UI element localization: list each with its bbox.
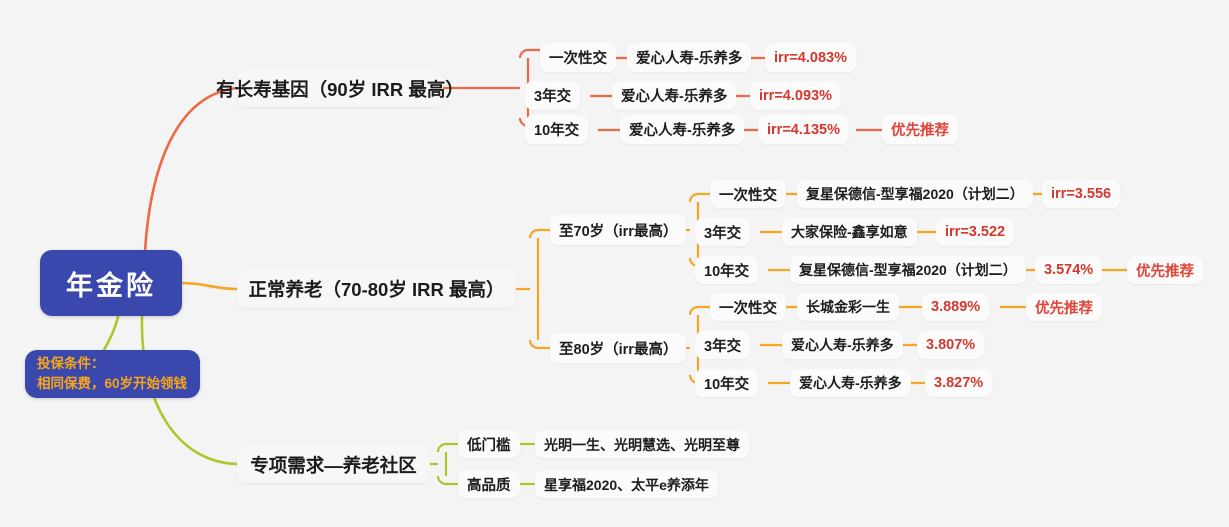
wire-root-to-branch1 <box>143 86 239 254</box>
wire-root-to-branch2 <box>180 281 239 291</box>
b2g1-row-0-product-label: 长城金彩一生 <box>806 299 890 315</box>
b1-row-0-product[interactable]: 爱心人寿-乐养多 <box>627 43 752 72</box>
branch-normal-pension-topic[interactable]: 正常养老（70-80岁 IRR 最高） <box>237 270 516 308</box>
b1-row-1-product-label: 爱心人寿-乐养多 <box>621 89 728 105</box>
b1-row-0-irr[interactable]: irr=4.083% <box>765 43 856 72</box>
b1-row-1-irr[interactable]: irr=4.093% <box>750 81 841 110</box>
b1-row-2-term-label: 10年交 <box>534 123 580 139</box>
b2g0-row-1-term-label: 3年交 <box>704 225 742 242</box>
b2g1-row-0-term-label: 一次性交 <box>719 300 777 317</box>
b2g0-row-1-irr[interactable]: irr=3.522 <box>936 218 1015 246</box>
b2-group-0-label[interactable]: 至70岁（irr最高） <box>550 215 687 245</box>
note-line-1: 投保条件： <box>37 356 105 372</box>
b2g1-row-0-irr[interactable]: 3.889% <box>922 293 990 321</box>
b2g0-row-2-recommend[interactable]: 优先推荐 <box>1127 256 1203 284</box>
b1-row-2-recommend-label: 优先推荐 <box>891 123 949 139</box>
b2-group-0-text: 至70岁（irr最高） <box>559 223 678 240</box>
b3-row-1-term[interactable]: 高品质 <box>458 471 520 498</box>
b1-row-2-recommend[interactable]: 优先推荐 <box>882 115 958 144</box>
root-label: 年金险 <box>66 270 156 301</box>
b2-group-1-text: 至80岁（irr最高） <box>559 341 678 358</box>
note-line-2: 相同保费，60岁开始领钱 <box>37 376 188 391</box>
branch-community-topic[interactable]: 专项需求—养老社区 <box>237 447 430 483</box>
b1-row-2-term[interactable]: 10年交 <box>525 115 589 144</box>
b1-row-1-irr-label: irr=4.093% <box>759 87 832 104</box>
b2g1-row-1-term[interactable]: 3年交 <box>695 331 751 359</box>
b2g0-row-2-product[interactable]: 复星保德信-型享福2020（计划二） <box>790 256 1026 284</box>
b2g0-row-2-recommend-label: 优先推荐 <box>1136 263 1194 280</box>
wire-b2g1-arm1 <box>688 192 710 203</box>
b2g1-row-0-recommend[interactable]: 优先推荐 <box>1026 293 1102 321</box>
b2g1-row-1-product[interactable]: 爱心人寿-乐养多 <box>782 331 903 359</box>
b2g0-row-1-term[interactable]: 3年交 <box>695 218 751 246</box>
b2g1-row-1-irr[interactable]: 3.807% <box>917 331 985 359</box>
b1-row-2-product-label: 爱心人寿-乐养多 <box>629 123 736 139</box>
note-text: 投保条件： 相同保费，60岁开始领钱 <box>37 354 187 393</box>
b2g1-row-2-term-label: 10年交 <box>704 376 750 393</box>
b3-row-0-product[interactable]: 光明一生、光明慧选、光明至尊 <box>535 431 749 458</box>
wire-b3-arm2 <box>436 475 458 486</box>
b2g0-row-2-term-label: 10年交 <box>704 263 750 280</box>
b2g0-row-0-irr[interactable]: irr=3.556 <box>1042 180 1121 208</box>
b2g0-row-1-product[interactable]: 大家保险-鑫享如意 <box>782 218 917 246</box>
branch-normal-pension-label: 正常养老（70-80岁 IRR 最高） <box>248 279 505 300</box>
b2g0-row-0-term-label: 一次性交 <box>719 187 777 204</box>
branch-longevity-topic[interactable]: 有长寿基因（90岁 IRR 最高） <box>216 70 464 107</box>
note-node[interactable]: 投保条件： 相同保费，60岁开始领钱 <box>25 350 200 398</box>
wire-b2-arm-80 <box>528 339 550 350</box>
b3-row-0-term-label: 低门槛 <box>467 438 511 454</box>
b2g1-row-1-product-label: 爱心人寿-乐养多 <box>791 337 894 353</box>
b2g0-row-0-term[interactable]: 一次性交 <box>710 180 786 208</box>
wire-b1-arm1 <box>518 48 540 59</box>
b1-row-0-term[interactable]: 一次性交 <box>540 43 616 72</box>
b2g0-row-2-irr[interactable]: 3.574% <box>1035 256 1103 284</box>
b1-row-0-product-label: 爱心人寿-乐养多 <box>636 51 743 67</box>
b1-row-2-irr[interactable]: irr=4.135% <box>758 115 849 144</box>
branch-community-label: 专项需求—养老社区 <box>250 455 417 476</box>
wire-root-to-note <box>102 315 120 352</box>
b2g0-row-2-irr-label: 3.574% <box>1044 262 1094 278</box>
b1-row-2-irr-label: irr=4.135% <box>767 121 840 138</box>
b1-row-1-term[interactable]: 3年交 <box>525 81 581 110</box>
b3-row-0-product-label: 光明一生、光明慧选、光明至尊 <box>544 436 740 453</box>
wire-b2-arm-70 <box>528 228 550 239</box>
b2g1-row-2-product-label: 爱心人寿-乐养多 <box>799 375 902 391</box>
b2g1-row-2-irr-label: 3.827% <box>934 375 984 391</box>
b1-row-1-term-label: 3年交 <box>534 89 572 105</box>
wire-b2g2-arm1 <box>688 305 710 316</box>
b2g1-row-0-recommend-label: 优先推荐 <box>1035 300 1093 317</box>
b1-row-0-term-label: 一次性交 <box>549 51 607 67</box>
b2g1-row-2-term[interactable]: 10年交 <box>695 369 759 397</box>
b2g1-row-0-term[interactable]: 一次性交 <box>710 293 786 321</box>
b1-row-0-irr-label: irr=4.083% <box>774 49 847 66</box>
b2g1-row-0-irr-label: 3.889% <box>931 299 981 315</box>
b1-row-2-product[interactable]: 爱心人寿-乐养多 <box>620 115 745 144</box>
b2-group-1-label[interactable]: 至80岁（irr最高） <box>550 333 687 363</box>
b2g0-row-0-product-label: 复星保德信-型享福2020（计划二） <box>806 186 1024 202</box>
b2g1-row-2-irr[interactable]: 3.827% <box>925 369 993 397</box>
b2g0-row-2-product-label: 复星保德信-型享福2020（计划二） <box>799 262 1017 278</box>
b3-row-1-product[interactable]: 星享福2020、太平e养添年 <box>535 471 718 498</box>
b2g0-row-0-irr-label: irr=3.556 <box>1051 186 1112 202</box>
b2g1-row-1-term-label: 3年交 <box>704 338 742 355</box>
b2g0-row-2-term[interactable]: 10年交 <box>695 256 759 284</box>
root-node[interactable]: 年金险 <box>40 250 182 316</box>
b2g0-row-1-irr-label: irr=3.522 <box>945 224 1006 240</box>
wire-b3-arm1 <box>436 442 458 453</box>
b1-row-1-product[interactable]: 爱心人寿-乐养多 <box>612 81 737 110</box>
b3-row-1-term-label: 高品质 <box>467 478 511 494</box>
b2g1-row-2-product[interactable]: 爱心人寿-乐养多 <box>790 369 911 397</box>
b2g0-row-1-product-label: 大家保险-鑫享如意 <box>791 224 908 240</box>
b2g1-row-0-product[interactable]: 长城金彩一生 <box>797 293 899 321</box>
b2g0-row-0-product[interactable]: 复星保德信-型享福2020（计划二） <box>797 180 1033 208</box>
b3-row-0-term[interactable]: 低门槛 <box>458 431 520 458</box>
branch-longevity-label: 有长寿基因（90岁 IRR 最高） <box>216 78 464 100</box>
b3-row-1-product-label: 星享福2020、太平e养添年 <box>544 476 709 493</box>
b2g1-row-1-irr-label: 3.807% <box>926 337 976 353</box>
